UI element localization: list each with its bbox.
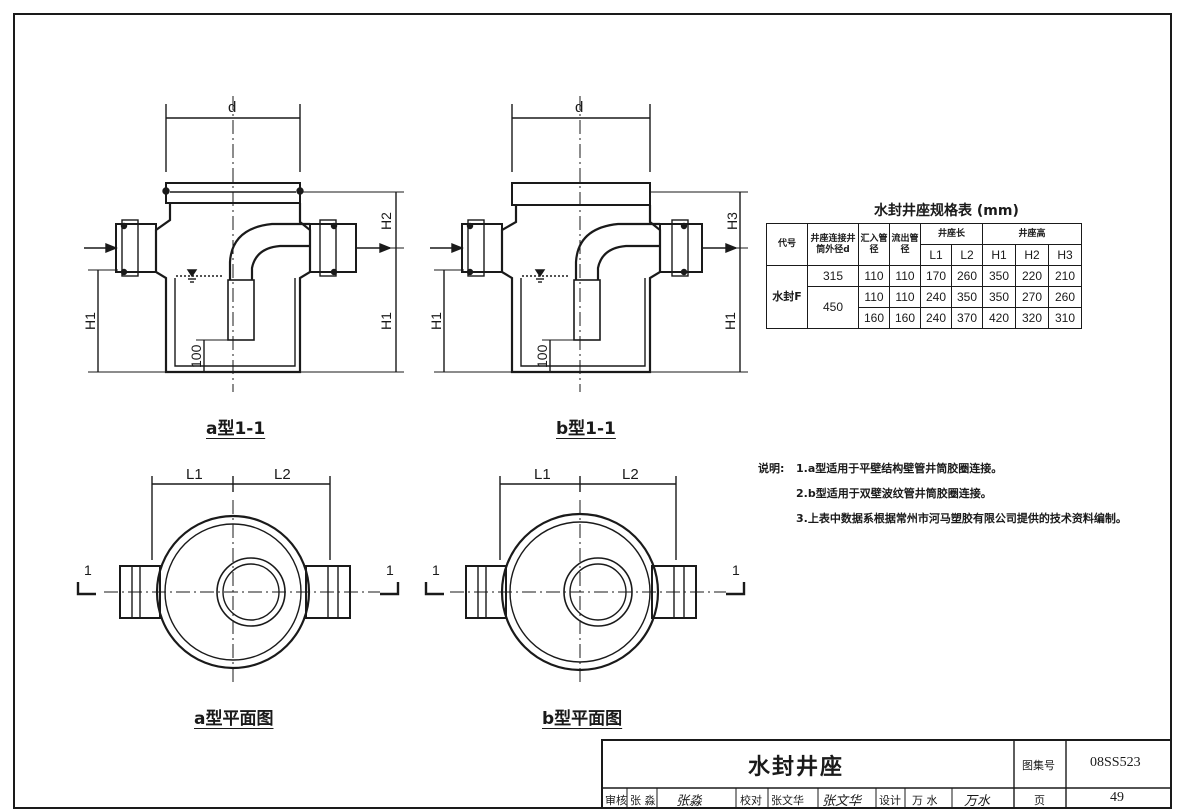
th-length-group: 井座长 [920, 223, 983, 245]
sheet-frame [13, 13, 1172, 809]
td-h2: 320 [1015, 307, 1049, 329]
th-height-group: 井座高 [982, 223, 1082, 245]
b-plan-caption: b型平面图 [542, 709, 623, 729]
a-section-caption: a型1-1 [206, 419, 266, 439]
b-plan-drawing [424, 476, 746, 684]
atlas-label: 图集号 [1022, 759, 1055, 772]
td-h2: 220 [1015, 265, 1049, 287]
td-h1: 420 [982, 307, 1016, 329]
td-l2: 350 [951, 286, 983, 308]
design-label: 设计 [879, 794, 901, 807]
td-l1: 170 [920, 265, 952, 287]
a-dim-d: d [228, 99, 237, 116]
a-plan-caption: a型平面图 [194, 709, 274, 729]
b-dim-h3: H3 [724, 212, 740, 230]
td-inlet: 110 [858, 265, 890, 287]
drawing-title: 水封井座 [748, 755, 845, 780]
th-h1: H1 [982, 244, 1016, 266]
a-plan-drawing [76, 476, 400, 684]
td-inlet: 160 [858, 307, 890, 329]
b-cut-mark-left: 1 [432, 562, 440, 578]
notes-label: 说明: [758, 462, 785, 475]
td-h3: 310 [1048, 307, 1082, 329]
th-inlet: 汇入管径 [858, 223, 890, 266]
designer-name: 万 水 [912, 794, 938, 807]
a-plan-l2: L2 [274, 466, 291, 483]
td-d: 315 [807, 265, 859, 287]
td-outlet: 110 [889, 265, 921, 287]
b-plan-l1: L1 [534, 466, 551, 483]
td-outlet: 110 [889, 286, 921, 308]
th-l1: L1 [920, 244, 952, 266]
b-dim-100: 100 [534, 344, 550, 368]
td-h3: 260 [1048, 286, 1082, 308]
spec-table: 代号 井座连接井筒外径d 汇入管径 流出管径 井座长 井座高 L1 L2 H1 … [766, 223, 1082, 329]
a-section-drawing [84, 96, 404, 392]
th-outlet: 流出管径 [889, 223, 921, 266]
b-dim-d: d [575, 99, 584, 116]
a-plan-l1: L1 [186, 466, 203, 483]
b-dim-h1-left: H1 [428, 312, 444, 330]
checker-signature: 张文华 [822, 794, 862, 809]
th-code: 代号 [766, 223, 808, 266]
reviewer-signature: 张淼 [676, 794, 703, 809]
a-dim-100: 100 [188, 344, 204, 368]
td-h2: 270 [1015, 286, 1049, 308]
table-row: 160 160 240 370 420 320 310 [767, 307, 1082, 329]
td-l1: 240 [920, 307, 952, 329]
td-h1: 350 [982, 265, 1016, 287]
page-number: 49 [1110, 790, 1124, 805]
title-block-grid [601, 739, 1172, 809]
a-dim-h2: H2 [378, 212, 394, 230]
reviewer-name: 张 淼 [630, 794, 656, 807]
check-label: 校对 [740, 794, 762, 807]
td-l2: 260 [951, 265, 983, 287]
b-dim-h1-right: H1 [722, 312, 738, 330]
th-outer-dia: 井座连接井筒外径d [807, 223, 859, 266]
td-l2: 370 [951, 307, 983, 329]
th-l2: L2 [951, 244, 983, 266]
td-inlet: 110 [858, 286, 890, 308]
td-h3: 210 [1048, 265, 1082, 287]
b-section-caption: b型1-1 [556, 419, 616, 439]
th-h3: H3 [1048, 244, 1082, 266]
table-row: 水封F 315 110 110 170 260 350 220 210 [766, 265, 1082, 329]
td-outlet: 160 [889, 307, 921, 329]
b-plan-l2: L2 [622, 466, 639, 483]
note-3: 3.上表中数据系根据常州市河马塑胶有限公司提供的技术资料编制。 [796, 512, 1127, 525]
a-cut-mark-left: 1 [84, 562, 92, 578]
atlas-number: 08SS523 [1090, 755, 1141, 770]
td-code: 水封F [766, 265, 808, 329]
table-row: 450 110 110 240 350 350 270 260 [767, 286, 1082, 329]
checker-name: 张文华 [771, 794, 804, 807]
td-h1: 350 [982, 286, 1016, 308]
a-dim-h1-left: H1 [82, 312, 98, 330]
page-label: 页 [1034, 794, 1045, 807]
b-section-drawing [430, 96, 748, 392]
note-2: 2.b型适用于双壁波纹管井筒胶圈连接。 [796, 487, 992, 500]
spec-table-title: 水封井座规格表 (mm) [874, 203, 1019, 219]
td-l1: 240 [920, 286, 952, 308]
td-d: 450 [807, 286, 859, 329]
a-dim-h1-right: H1 [378, 312, 394, 330]
review-label: 审核 [605, 794, 627, 807]
note-1: 1.a型适用于平壁结构壁管井筒胶圈连接。 [796, 462, 1003, 475]
b-cut-mark-right: 1 [732, 562, 740, 578]
a-cut-mark-right: 1 [386, 562, 394, 578]
designer-signature: 万水 [964, 794, 991, 809]
th-h2: H2 [1015, 244, 1049, 266]
